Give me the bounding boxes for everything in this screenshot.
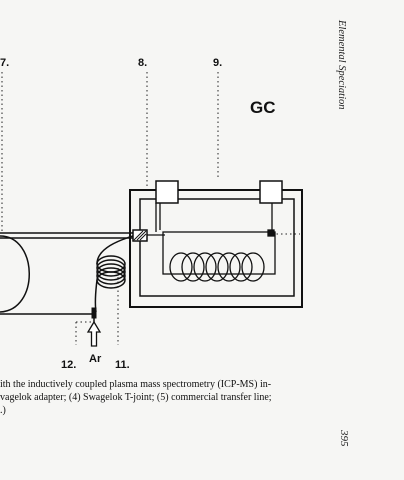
caption-line: ith the inductively coupled plasma mass … — [0, 379, 272, 390]
label-7: 7. — [0, 57, 9, 69]
argon-inlet — [86, 307, 102, 347]
label-11: 11. — [115, 359, 130, 371]
label-gc: GC — [250, 98, 276, 117]
caption-line: .) — [0, 405, 6, 416]
transfer-coil — [94, 235, 134, 313]
gc-column — [155, 203, 276, 282]
label-12: 12. — [61, 359, 76, 371]
gc-oven — [129, 189, 303, 308]
figure-labels: 7. 8. 9. GC 12. Ar 11. — [0, 57, 276, 371]
dotted-guides — [1, 72, 300, 345]
running-head: Elemental Speciation — [336, 20, 347, 110]
figure-caption: ith the inductively coupled plasma mass … — [0, 378, 330, 417]
gc-blocks — [155, 180, 283, 204]
label-ar: Ar — [89, 353, 102, 365]
left-curve — [0, 235, 30, 313]
transfer-line — [0, 229, 165, 242]
label-9: 9. — [213, 57, 222, 69]
column-coils — [169, 252, 265, 282]
label-8: 8. — [138, 57, 147, 69]
caption-line: vagelok adapter; (4) Swagelok T-joint; (… — [0, 392, 272, 403]
page-number: 395 — [338, 430, 350, 447]
